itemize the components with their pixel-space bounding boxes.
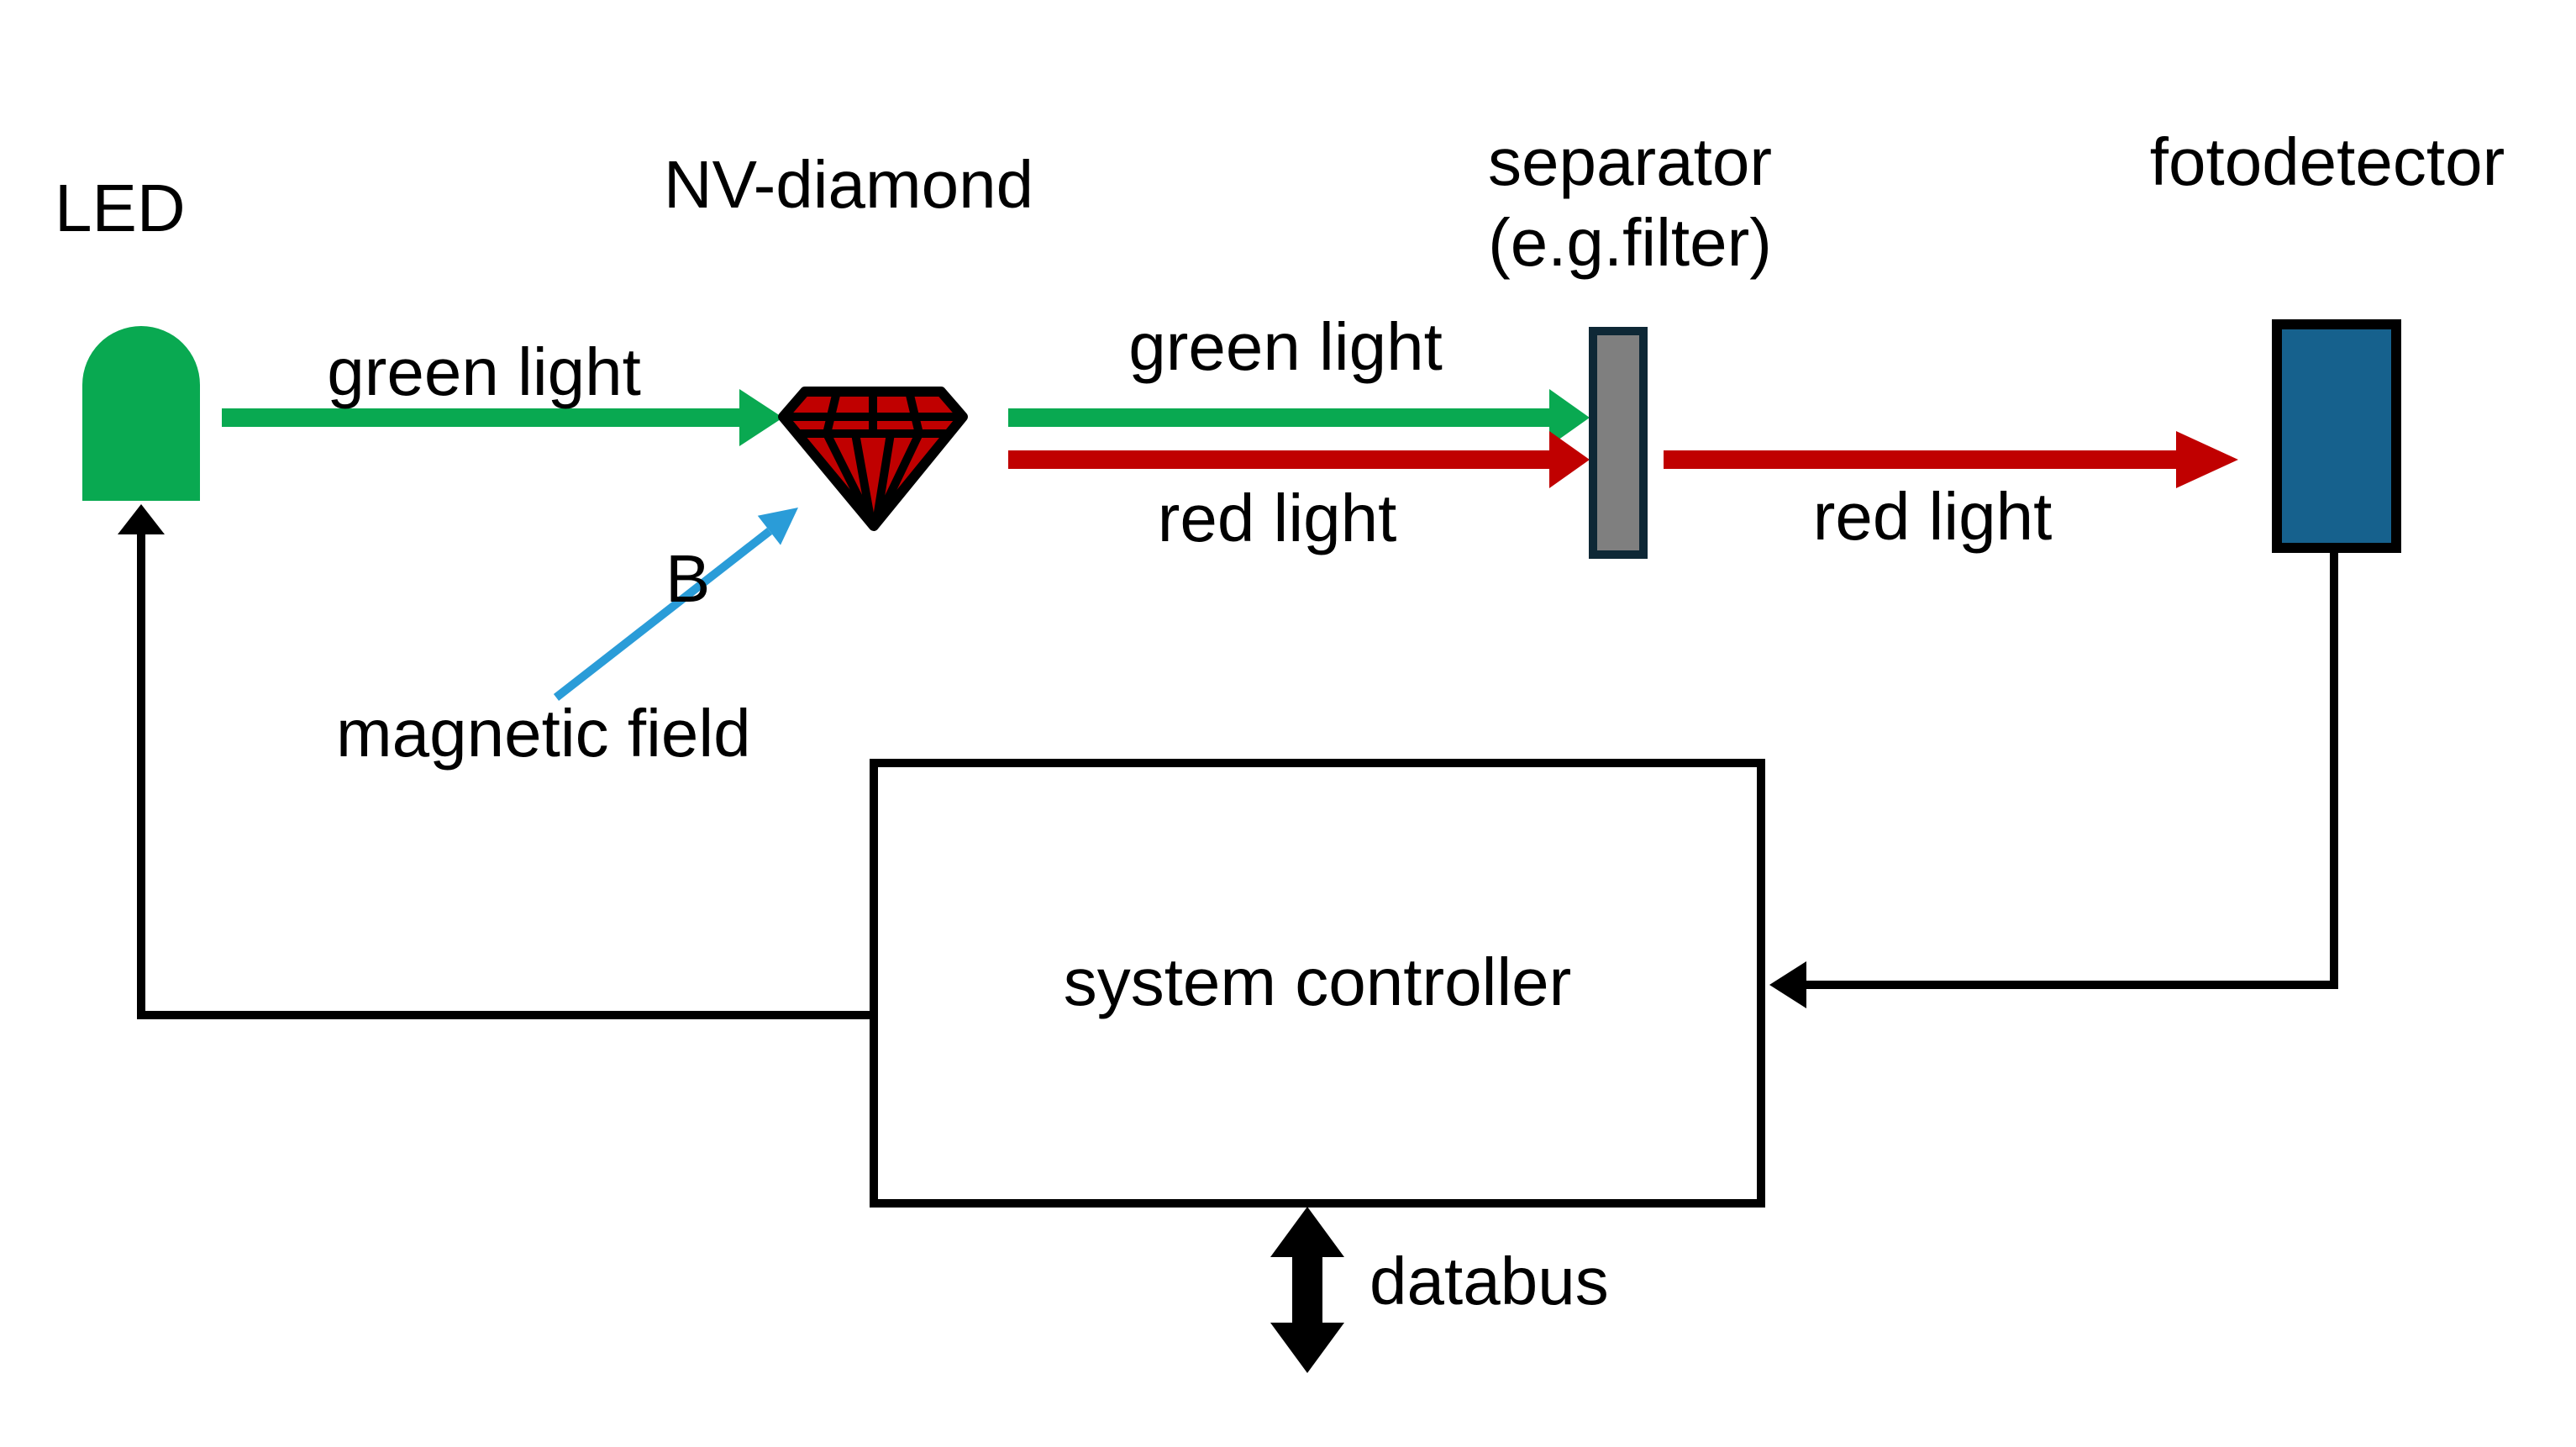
separator-sublabel: (e.g.filter) [1488, 205, 1772, 280]
magnetic-field-symbol: B [665, 541, 710, 616]
nv-diamond-icon [778, 387, 968, 531]
led-dome-icon [82, 326, 200, 501]
green-light-arrow-2-icon [1008, 389, 1590, 446]
magnetic-field-label: magnetic field [336, 696, 751, 771]
connector-up-arrowhead-icon [118, 504, 165, 534]
green-light-label-1: green light [327, 334, 641, 409]
databus-arrow-icon [1270, 1207, 1344, 1373]
separator-label: separator [1488, 124, 1772, 199]
nv-diamond-label: NV-diamond [664, 147, 1033, 222]
green-light-arrow-1-icon [222, 389, 783, 446]
system-controller-box [870, 759, 1765, 1208]
fotodetector-panel [2272, 319, 2401, 553]
connector-left-arrowhead-icon [1769, 961, 1806, 1008]
detector-to-controller-connector [1769, 548, 2338, 1008]
system-controller-label: system controller [1064, 944, 1572, 1019]
red-light-arrow-1-icon [1008, 431, 1590, 488]
red-light-label-2: red light [1813, 479, 2053, 554]
fotodetector-label: fotodetector [2150, 124, 2505, 199]
controller-to-led-connector [118, 504, 874, 1019]
green-light-label-2: green light [1128, 309, 1443, 384]
separator-panel [1589, 327, 1648, 559]
red-light-arrow-2-icon [1664, 431, 2238, 488]
led-label: LED [55, 171, 186, 245]
databus-label: databus [1369, 1244, 1609, 1318]
red-light-label-1: red light [1158, 481, 1397, 555]
magnetic-field-arrow-icon [553, 508, 798, 701]
